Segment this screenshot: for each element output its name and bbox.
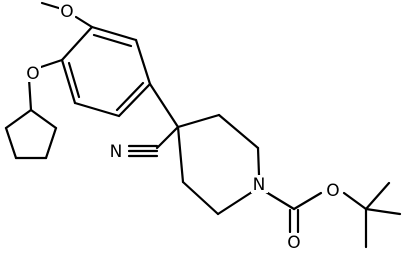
bonds [4, 1, 402, 249]
atom-labels: O O N N O O [25, 2, 341, 253]
bond-ring-c5-c6 [60, 58, 77, 105]
bond-tbu-me-right [364, 207, 402, 216]
bond-pip-q-c2 [176, 113, 221, 129]
bond-n-carbonyl-c [264, 190, 296, 211]
bond-pip-n-c5 [216, 190, 254, 216]
bond-methyl-methoxy [40, 1, 64, 11]
carbonyl-oxygen-label: O [287, 233, 300, 253]
bond-ether-o-cyclopentyl [27, 77, 33, 112]
bond-pip-c3-n [256, 146, 261, 177]
bond-tbu-me-top [364, 181, 391, 211]
bond-ring-inner-1 [92, 33, 133, 48]
bond-ester-o-tbu [342, 191, 368, 211]
bond-cp-2-3 [44, 126, 58, 160]
methoxy-oxygen-label: O [60, 2, 73, 22]
bond-ring-inner-2 [115, 81, 145, 112]
bond-ring-c2-c3 [134, 38, 152, 86]
bond-carbonyl-ester-o [292, 191, 323, 211]
ether-oxygen-label: O [26, 64, 39, 84]
bond-pip-c2-c3 [217, 113, 260, 150]
bond-cp-5-1 [4, 108, 33, 130]
bond-ring-c3-c4 [117, 82, 152, 118]
bond-quaternary-nitrile-c [155, 125, 180, 150]
ester-oxygen-label: O [326, 181, 339, 201]
bond-ring-c4-c5 [73, 101, 121, 118]
bond-cp-1-2 [29, 108, 58, 130]
bond-pip-c5-c6 [181, 180, 220, 216]
bond-ring-ether-o [36, 58, 64, 70]
bond-methoxy-ring [74, 15, 94, 29]
bond-cp-4-5 [4, 126, 18, 160]
bond-ring-c6-c1 [60, 25, 94, 62]
piperidine-nitrogen-label: N [253, 175, 266, 195]
nitrile-nitrogen-label: N [110, 142, 123, 162]
bond-pip-c6-q [176, 125, 185, 184]
bond-ring-inner-3 [67, 61, 81, 99]
bond-ring-c1-c2 [90, 25, 138, 42]
bond-aryl-quaternary [148, 82, 180, 129]
